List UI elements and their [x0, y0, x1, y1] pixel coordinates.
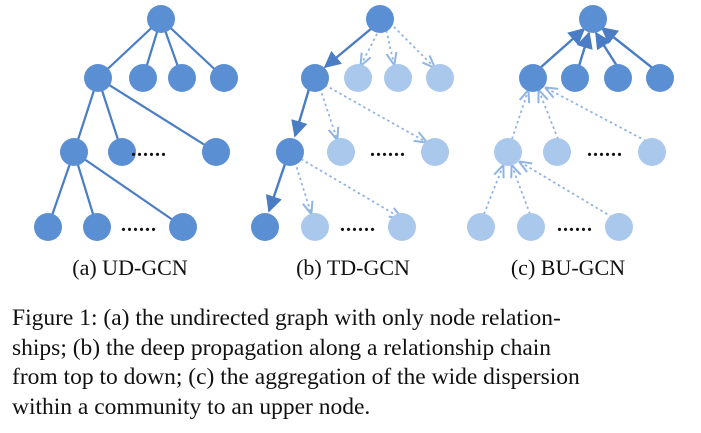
edge: [512, 166, 531, 215]
nodes-td-gcn: [251, 5, 454, 241]
edge: [160, 18, 225, 79]
edge: [539, 91, 559, 140]
caption-line: ships; (b) the deep propagation along a …: [12, 334, 552, 361]
panel-label-ud-gcn: (a) UD-GCN: [72, 255, 188, 280]
graph-node: [494, 138, 522, 166]
dotted-edges-td-gcn: [294, 22, 434, 218]
edge: [265, 163, 287, 213]
panel-label-td-gcn: (b) TD-GCN: [296, 255, 410, 280]
ellipsis: ......: [131, 139, 167, 161]
graph-node: [421, 138, 449, 166]
edge: [73, 151, 184, 228]
panel-label-bu-gcn: (c) BU-GCN: [511, 255, 625, 280]
caption-line: from top to down; (c) the aggregation of…: [12, 364, 580, 390]
edge: [97, 77, 217, 153]
edge: [324, 84, 426, 142]
edge: [594, 31, 619, 67]
edge: [389, 22, 434, 67]
graph-node: [517, 213, 545, 241]
edge: [319, 87, 337, 139]
graph-node: [384, 64, 412, 92]
nodes-ud-gcn: [34, 5, 238, 241]
edge: [323, 27, 373, 69]
graph-node: [605, 213, 633, 241]
graph-node: [60, 138, 88, 166]
edges-ud-gcn: [46, 18, 225, 228]
edge: [483, 166, 503, 215]
figure-caption: Figure 1: (a) the undirected graph with …: [12, 304, 692, 422]
edge: [300, 158, 401, 218]
graph-node: [426, 64, 454, 92]
graph-node: [579, 5, 607, 33]
nodes-bu-gcn: [467, 5, 674, 241]
edge: [539, 27, 586, 69]
graph-node: [388, 213, 416, 241]
caption-line: within a community to an upper node.: [12, 393, 371, 420]
panel-ud-gcn: ...... ...... (a) UD-GCN: [34, 5, 238, 280]
edge: [384, 24, 394, 64]
solid-edges-td-gcn: [265, 27, 373, 213]
graph-node: [83, 213, 111, 241]
edge: [511, 91, 528, 140]
edge: [294, 161, 311, 213]
panel-bu-gcn: ...... ...... (c) BU-GCN: [467, 5, 674, 280]
graph-node: [366, 5, 394, 33]
graph-node: [344, 64, 372, 92]
edge: [546, 88, 647, 142]
edge: [600, 26, 656, 71]
graph-node: [604, 64, 632, 92]
graph-node: [646, 64, 674, 92]
graph-node: [561, 64, 589, 92]
graph-node: [84, 64, 112, 92]
edge: [520, 162, 613, 218]
solid-edges-bu-gcn: [539, 26, 656, 71]
edge: [97, 18, 162, 79]
graph-node: [108, 138, 136, 166]
figure-diagram: ...... ...... (a) UD-GCN: [34, 5, 674, 280]
ellipsis: ......: [340, 214, 376, 236]
graph-node: [169, 213, 197, 241]
ellipsis: ......: [557, 214, 593, 236]
graph-node: [327, 138, 355, 166]
graph-node: [147, 5, 175, 33]
edge: [291, 88, 311, 138]
graph-node: [543, 138, 571, 166]
edge: [576, 31, 593, 67]
graph-node: [276, 138, 304, 166]
graph-node: [210, 64, 238, 92]
ellipsis: ......: [121, 214, 157, 236]
graph-node: [129, 64, 157, 92]
graph-node: [301, 64, 329, 92]
caption-line: Figure 1: (a) the undirected graph with …: [12, 305, 561, 331]
graph-node: [467, 213, 495, 241]
graph-node: [202, 138, 230, 166]
graph-node: [251, 213, 279, 241]
graph-node: [638, 138, 666, 166]
graph-node: [34, 213, 62, 241]
graph-node: [519, 64, 547, 92]
dotted-edges-bu-gcn: [483, 88, 647, 218]
graph-node: [168, 64, 196, 92]
panel-td-gcn: ...... ...... (b) TD-GCN: [251, 5, 454, 280]
ellipsis: ......: [370, 139, 406, 161]
ellipsis: ......: [587, 139, 623, 161]
graph-node: [301, 213, 329, 241]
